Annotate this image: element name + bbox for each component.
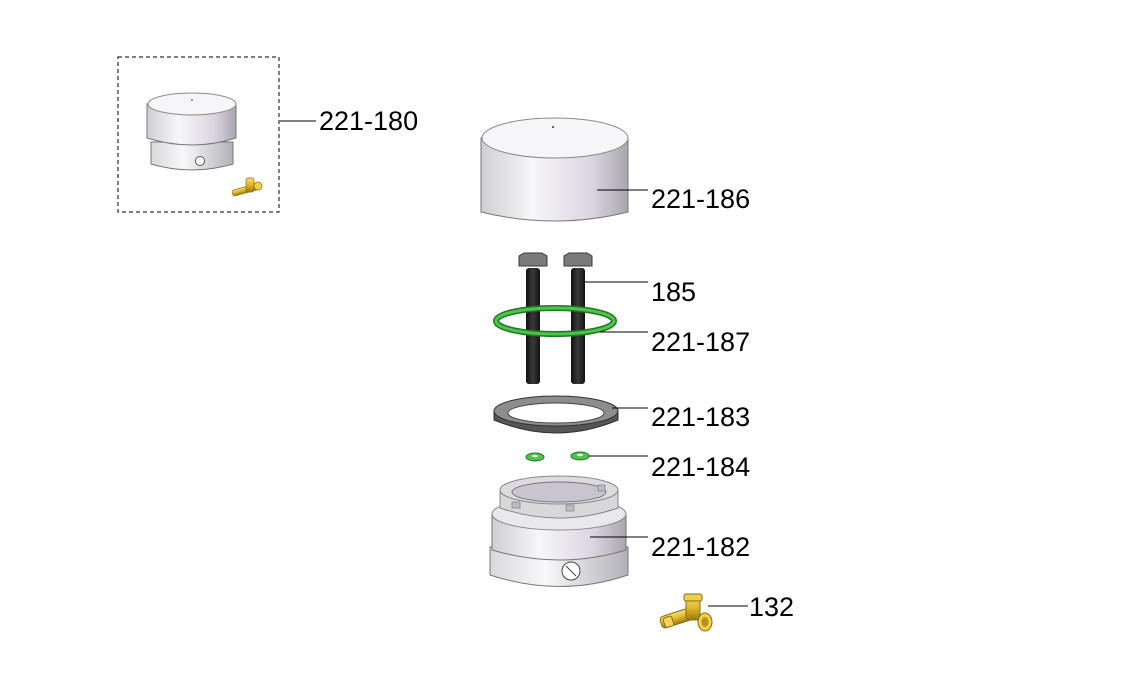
mini-fitting-icon xyxy=(231,177,263,197)
callout-bolts: 185 xyxy=(651,277,696,307)
callout-cap: 221-186 xyxy=(651,184,750,214)
fitting-part-icon xyxy=(659,593,713,632)
bolts-part xyxy=(518,252,593,384)
base-housing-part xyxy=(489,475,629,587)
callout-oring: 221-187 xyxy=(651,327,750,357)
assembly-thumbnail xyxy=(117,56,280,213)
seal-part xyxy=(493,395,619,434)
cap-part xyxy=(480,117,629,222)
callout-fitting: 132 xyxy=(749,592,794,622)
callout-small-orings: 221-184 xyxy=(651,452,750,482)
callout-base: 221-182 xyxy=(651,532,750,562)
small-orings-part xyxy=(525,451,590,462)
callout-seal: 221-183 xyxy=(651,402,750,432)
callout-assembly: 221-180 xyxy=(319,106,418,136)
oring-part xyxy=(493,305,617,337)
